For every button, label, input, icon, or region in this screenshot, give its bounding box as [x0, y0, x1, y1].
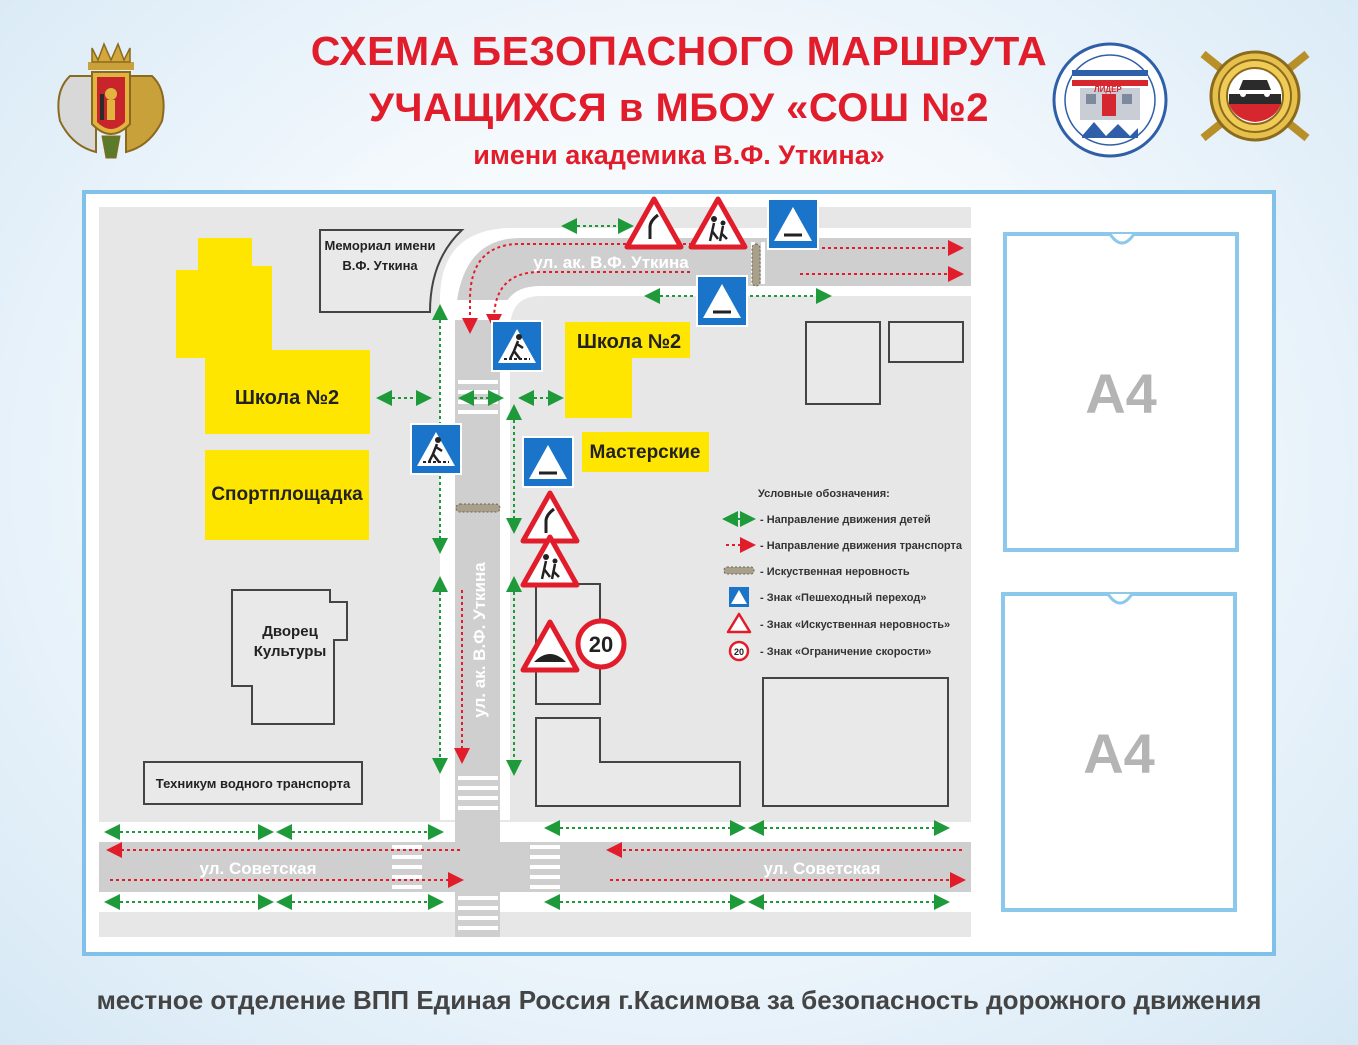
speed-limit-value: 20: [589, 632, 613, 657]
pedestrian-crossing-sign-icon: [410, 423, 462, 475]
footer-text: местное отделение ВПП Единая Россия г.Ка…: [96, 985, 1262, 1015]
title-line-1: СХЕМА БЕЗОПАСНОГО МАРШРУТА: [310, 28, 1048, 74]
school-left-label: Школа №2: [235, 387, 339, 409]
a4-pocket-bottom-label: A4: [1083, 722, 1155, 785]
legend-bump: - Искуственная неровность: [760, 566, 910, 578]
pocket-notch-bottom: [1098, 592, 1142, 605]
building: [888, 321, 964, 363]
children-crossing-sign-icon: [520, 534, 580, 588]
a4-pocket-top-label: A4: [1085, 362, 1157, 425]
legend-title: Условные обозначения:: [758, 488, 890, 500]
title-line-2: УЧАЩИХСЯ в МБОУ «СОШ №2: [368, 86, 990, 130]
transport-route: [106, 240, 966, 888]
pedestrian-crossing-sign-icon: [491, 320, 543, 372]
children-crossing-sign-icon: [688, 196, 748, 250]
street-sovetskaya-right: ул. Советская: [763, 859, 880, 878]
street-utkina-vertical: ул. ак. В.Ф. Уткина: [470, 562, 489, 718]
legend-speed-sign-icon: [728, 640, 750, 662]
palace-of-culture-building: [231, 589, 348, 725]
building: [762, 677, 949, 807]
street-utkina-horizontal: ул. ак. В.Ф. Уткина: [533, 253, 689, 272]
legend: Условные обозначения: - Направление движ…: [722, 488, 963, 662]
legend-bump-sign-icon: [726, 612, 752, 634]
school-right-label: Школа №2: [577, 331, 681, 353]
speed-bump-sign-icon: [520, 619, 580, 673]
title-line-3: имени академика В.Ф. Уткина»: [473, 140, 885, 170]
street-sovetskaya-left: ул. Советская: [199, 859, 316, 878]
legend-bump-icon: [723, 566, 755, 575]
school-left-building: [205, 350, 370, 434]
school-right-building: [565, 322, 690, 418]
memorial-label-1: Мемориал имени: [325, 238, 436, 253]
traffic-police-emblem-icon: [1200, 50, 1310, 142]
palace-label-1: Дворец: [262, 623, 318, 640]
memorial-label-2: В.Ф. Уткина: [342, 258, 418, 273]
college-building: [143, 761, 363, 805]
a4-pocket-top: A4: [1003, 232, 1239, 552]
legend-crossing-sign-icon: [729, 587, 749, 607]
memorial-building: [319, 229, 465, 313]
college-label: Техникум водного транспорта: [156, 776, 351, 791]
speed-bump: [751, 243, 761, 287]
pedestrian-crossing-sign-icon: [696, 275, 748, 327]
badge-text: ЛИДЕР: [1094, 85, 1122, 94]
legend-crossing-sign: - Знак «Пешеходный переход»: [760, 592, 926, 604]
legend-speed-value: 20: [734, 647, 744, 657]
legend-speed-sign: - Знак «Ограничение скорости»: [760, 646, 931, 658]
sports-ground-label: Спортплощадка: [211, 484, 363, 505]
pedestrian-crossing-sign-icon: [522, 436, 574, 488]
sports-ground: [205, 450, 369, 540]
palace-label-2: Культуры: [254, 643, 327, 660]
dangerous-turn-sign-icon: [624, 196, 684, 250]
speed-bump: [455, 503, 501, 513]
coat-of-arms-icon: [57, 42, 165, 159]
lider-badge-icon: ЛИДЕР: [1052, 42, 1168, 158]
legend-bump-sign: - Знак «Искуственная неровность»: [760, 619, 950, 631]
a4-pocket-bottom: A4: [1001, 592, 1237, 912]
speed-limit-sign-icon: 20: [575, 618, 627, 670]
legend-transport: - Направление движения транспорта: [760, 540, 963, 552]
school-left-upper: [176, 238, 272, 358]
building: [535, 717, 741, 807]
workshops-building: [582, 432, 709, 472]
building: [805, 321, 881, 405]
workshops-label: Мастерские: [590, 442, 701, 463]
pedestrian-crossing-sign-icon: [767, 198, 819, 250]
legend-children: - Направление движения детей: [760, 514, 931, 526]
pocket-notch-top: [1100, 232, 1144, 245]
